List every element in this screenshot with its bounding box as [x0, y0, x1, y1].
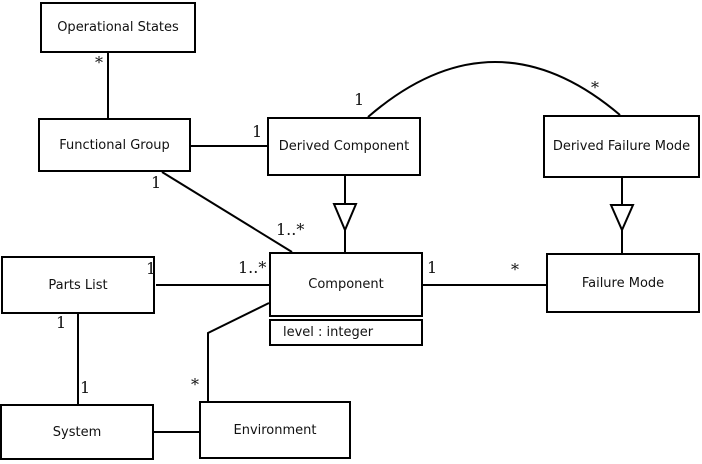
class-attribute-compartment-component: level : integer — [269, 319, 423, 346]
multiplicity-functional-group-end: 1 — [151, 173, 162, 192]
edge-derived-component-derived-failure-mode-arc — [367, 61, 621, 118]
generalization-triangle-icon — [609, 204, 635, 233]
class-label-component: Component — [308, 277, 384, 292]
multiplicity-failure-mode-end: * — [511, 260, 519, 279]
generalization-triangle-icon — [332, 203, 358, 233]
edge-functional-group-component — [161, 171, 293, 253]
class-box-functional-group: Functional Group — [38, 118, 191, 172]
multiplicity-system-end: 1 — [80, 378, 91, 397]
class-box-component: Component — [269, 252, 423, 317]
class-label-derived-component: Derived Component — [278, 139, 410, 154]
multiplicity-derived-component-end: 1 — [252, 122, 263, 141]
class-box-derived-failure-mode: Derived Failure Mode — [543, 115, 700, 178]
multiplicity-component-end-from-parts-list: 1..* — [238, 258, 267, 277]
multiplicity-derived-component-arc-end: 1 — [354, 90, 365, 109]
edge-environment-component — [207, 302, 270, 401]
attribute-label-level-integer: level : integer — [283, 325, 374, 340]
class-label-parts-list: Parts List — [48, 277, 108, 293]
multiplicity-parts-list-system-end: 1 — [56, 313, 67, 332]
class-label-functional-group: Functional Group — [59, 137, 170, 153]
class-label-failure-mode: Failure Mode — [581, 275, 665, 291]
class-label-operational-states: Operational States — [57, 20, 179, 35]
class-box-operational-states: Operational States — [40, 2, 196, 53]
multiplicity-environment-end: * — [191, 375, 199, 394]
class-label-environment: Environment — [233, 422, 317, 438]
class-label-system: System — [52, 424, 102, 440]
class-box-derived-component: Derived Component — [267, 117, 421, 176]
multiplicity-operational-states-end: * — [95, 53, 103, 72]
class-label-derived-failure-mode: Derived Failure Mode — [552, 139, 691, 154]
class-box-parts-list: Parts List — [1, 256, 155, 314]
class-box-failure-mode: Failure Mode — [546, 253, 700, 313]
class-box-system: System — [0, 404, 154, 460]
multiplicity-parts-list-end: 1 — [146, 259, 157, 278]
multiplicity-derived-failure-mode-arc-end: * — [591, 78, 599, 97]
multiplicity-component-end-from-functional-group: 1..* — [276, 220, 305, 239]
multiplicity-component-end-from-failure-mode: 1 — [427, 258, 438, 277]
class-box-environment: Environment — [199, 401, 351, 459]
